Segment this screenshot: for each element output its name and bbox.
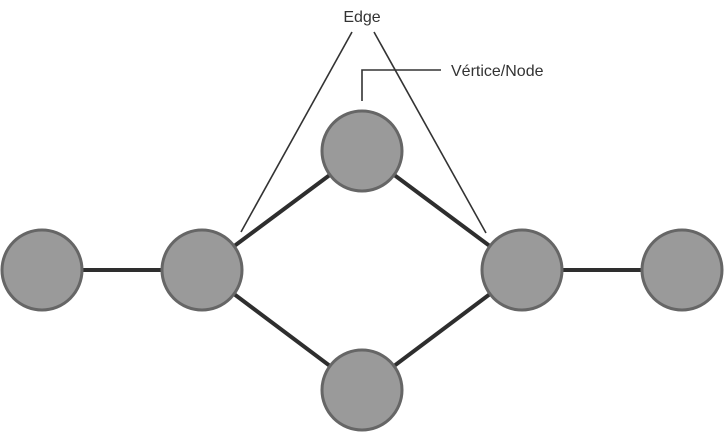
- nodes: [0, 109, 724, 432]
- node-far-right: [640, 228, 724, 312]
- edge-pointer-right: [373, 31, 487, 234]
- edge-pointer-left: [240, 31, 353, 233]
- vertex-label: Vértice/Node: [451, 63, 544, 80]
- node-top: [320, 109, 404, 193]
- edge-label: Edge: [343, 9, 380, 26]
- node-bottom: [320, 348, 404, 432]
- edge-label-pointers: [240, 31, 487, 234]
- vertex-label-pointer: [361, 69, 441, 101]
- node-left: [160, 228, 244, 312]
- node-far-left: [0, 228, 84, 312]
- node-right: [480, 228, 564, 312]
